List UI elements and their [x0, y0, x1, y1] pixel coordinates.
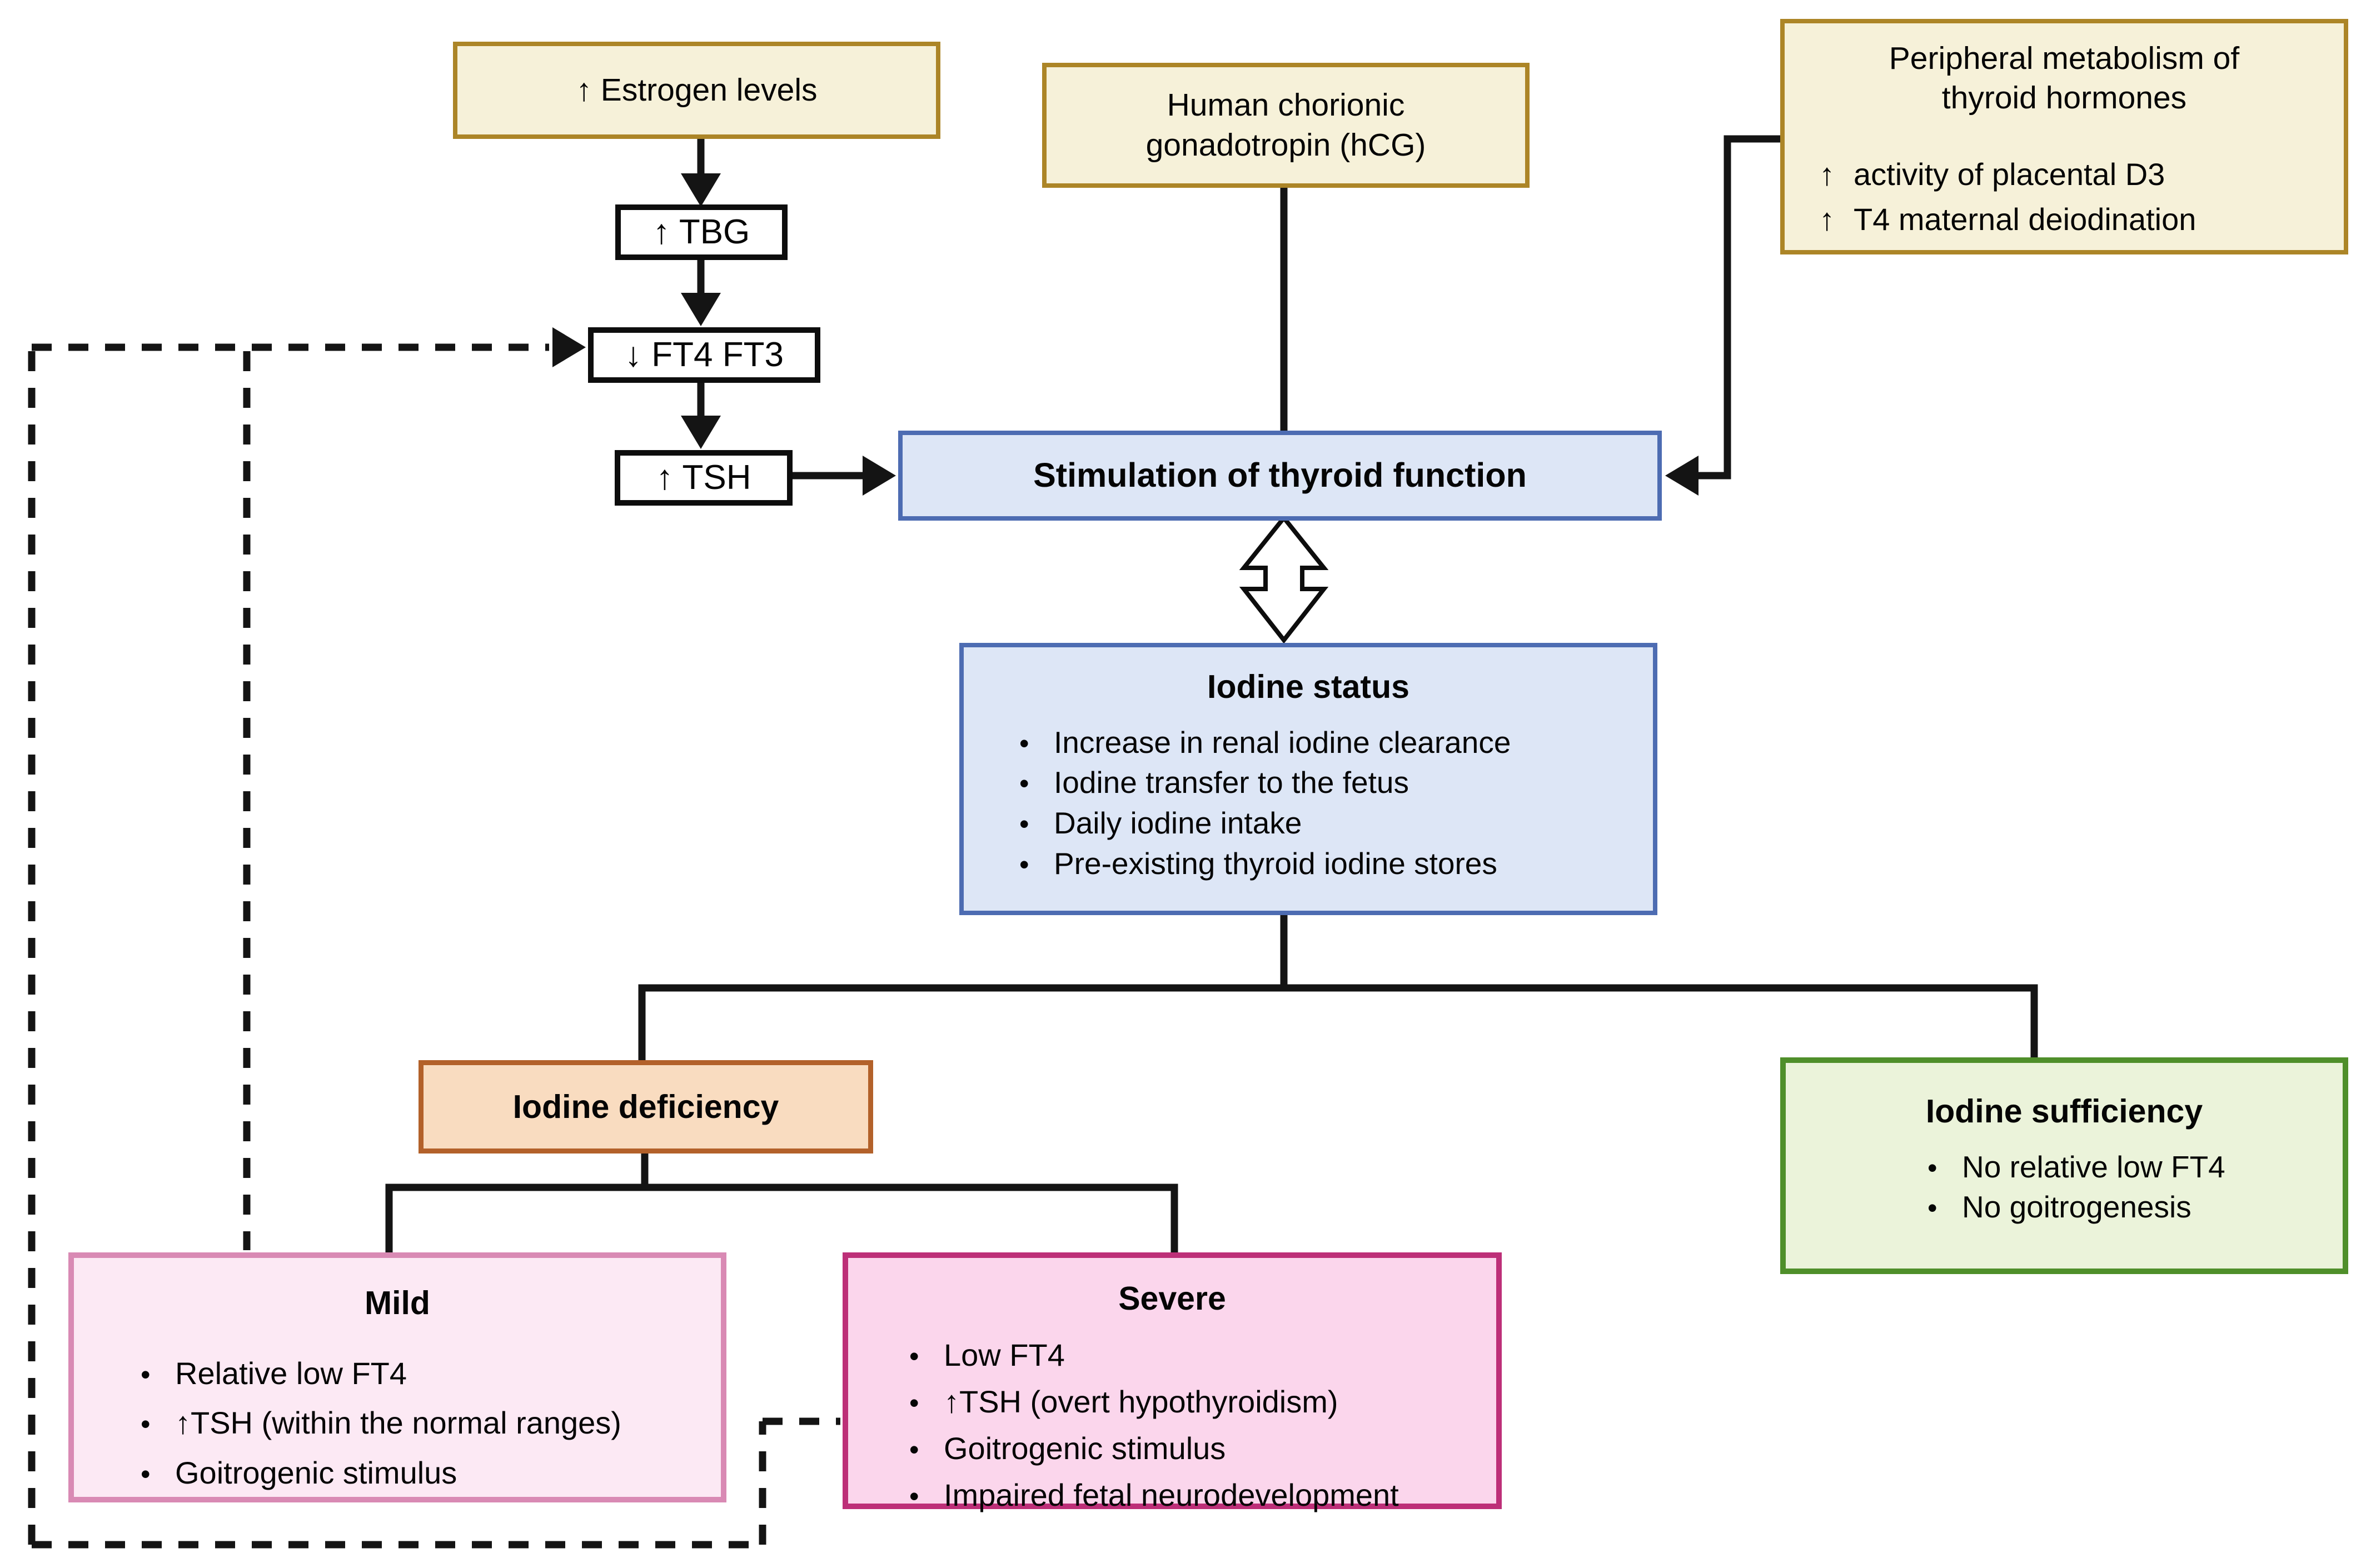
bullet-item: • Goitrogenic stimulus	[141, 1448, 457, 1498]
estrogen-box: ↑ Estrogen levels	[453, 42, 940, 139]
tsh-label: ↑ TSH	[656, 458, 751, 497]
hcg-box: Human chorionic gonadotropin (hCG)	[1042, 63, 1530, 188]
iodine-deficiency-label: Iodine deficiency	[512, 1088, 779, 1125]
bullet-icon: •	[909, 1434, 919, 1465]
iodine-sufficiency-title: Iodine sufficiency	[1925, 1093, 2203, 1130]
estrogen-label: ↑ Estrogen levels	[576, 72, 818, 108]
bullet-item: • Iodine transfer to the fetus	[1019, 762, 1409, 803]
bullet-item: • Low FT4	[909, 1332, 1065, 1379]
bullet-item: • Daily iodine intake	[1019, 803, 1302, 843]
peripheral-item: ↑ activity of placental D3	[1819, 152, 2165, 197]
peripheral-metabolism-box: Peripheral metabolism of thyroid hormone…	[1780, 19, 2348, 254]
severe-title: Severe	[1118, 1280, 1226, 1317]
iodine-deficiency-box: Iodine deficiency	[419, 1060, 873, 1153]
stimulation-box: Stimulation of thyroid function	[898, 431, 1662, 521]
double-arrow-stimulation-status	[1239, 514, 1329, 644]
line-deficiency-branch	[385, 1152, 1178, 1254]
bullet-icon: •	[909, 1480, 919, 1512]
peripheral-title: Peripheral metabolism of thyroid hormone…	[1889, 41, 2240, 116]
peripheral-item: ↑ T4 maternal deiodination	[1819, 197, 2196, 242]
bullet-item: • No relative low FT4	[1927, 1147, 2225, 1187]
ft4ft3-box: ↓ FT4 FT3	[588, 327, 820, 383]
mild-box: Mild • Relative low FT4 • ↑TSH (within t…	[68, 1252, 726, 1502]
hcg-label-line2: gonadotropin (hCG)	[1145, 127, 1426, 163]
bullet-icon: •	[1019, 727, 1029, 759]
bullet-item: • Relative low FT4	[141, 1349, 407, 1399]
bullet-icon: •	[1019, 808, 1029, 840]
tbg-label: ↑ TBG	[652, 213, 750, 251]
bullet-item: • No goitrogenesis	[1927, 1187, 2191, 1227]
arrow-peripheral-to-stimulation	[1665, 135, 1781, 496]
bullet-icon: •	[1019, 768, 1029, 800]
severe-box: Severe • Low FT4 • ↑TSH (overt hypothyro…	[843, 1252, 1502, 1512]
hcg-label-line1: Human chorionic	[1167, 87, 1405, 123]
arrow-tbg-to-ft4ft3	[681, 259, 721, 326]
bullet-icon: •	[141, 1458, 151, 1490]
bullet-icon: •	[141, 1359, 151, 1390]
line-status-branch	[638, 914, 2038, 1061]
bullet-icon: •	[909, 1340, 919, 1372]
arrow-ft4ft3-to-tsh	[681, 382, 721, 449]
tbg-box: ↑ TBG	[615, 204, 788, 260]
bullet-item: • Impaired fetal neurodevelopment	[909, 1472, 1399, 1519]
bullet-item: • Pre-existing thyroid iodine stores	[1019, 843, 1497, 884]
ft4ft3-label: ↓ FT4 FT3	[625, 336, 784, 374]
bullet-icon: •	[1927, 1192, 1937, 1224]
bullet-item: • ↑TSH (overt hypothyroidism)	[909, 1379, 1338, 1425]
iodine-sufficiency-box: Iodine sufficiency • No relative low FT4…	[1780, 1057, 2348, 1274]
up-arrow-icon: ↑	[1819, 201, 1835, 237]
arrow-tsh-to-stimulation	[793, 456, 896, 496]
mild-title: Mild	[365, 1285, 430, 1321]
up-arrow-icon: ↑	[1819, 156, 1835, 192]
bullet-item: • ↑TSH (within the normal ranges)	[141, 1398, 621, 1448]
bullet-icon: •	[909, 1387, 919, 1419]
iodine-status-title: Iodine status	[1207, 668, 1409, 705]
iodine-status-box: Iodine status • Increase in renal iodine…	[959, 643, 1657, 915]
stimulation-label: Stimulation of thyroid function	[1033, 456, 1527, 495]
arrow-estrogen-to-tbg	[681, 139, 721, 207]
bullet-item: • Increase in renal iodine clearance	[1019, 722, 1511, 763]
dashed-arrowhead-into-ft4ft3	[552, 327, 586, 367]
bullet-icon: •	[1927, 1152, 1937, 1184]
tsh-box: ↑ TSH	[615, 450, 793, 506]
dashed-feedback-loop	[28, 343, 840, 1549]
bullet-item: • Goitrogenic stimulus	[909, 1425, 1226, 1472]
bullet-icon: •	[1019, 848, 1029, 880]
bullet-icon: •	[141, 1409, 151, 1440]
